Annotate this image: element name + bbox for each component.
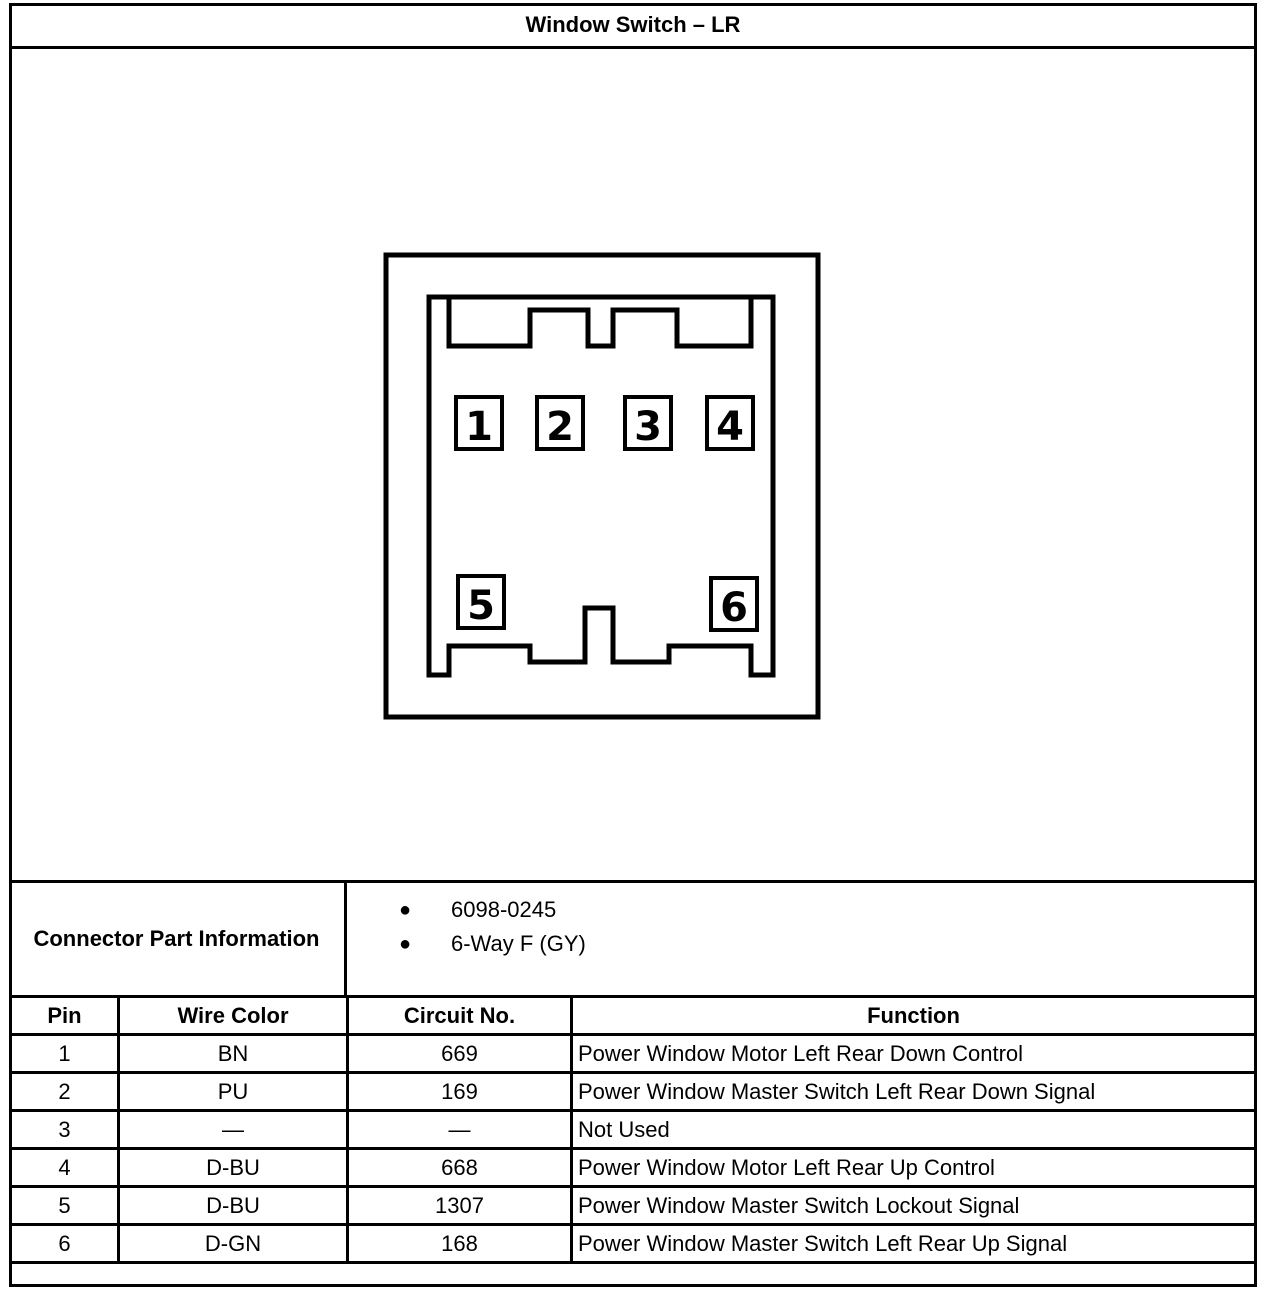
wire-color-cell: D-BU — [117, 1147, 349, 1188]
pin-cell: 1 — [9, 1033, 120, 1074]
connector-top-keyways — [446, 297, 754, 349]
table-row: 3 — — Not Used — [9, 1109, 1257, 1150]
wire-color-cell: D-GN — [117, 1223, 349, 1264]
function-column-header: Function — [570, 995, 1257, 1036]
pin-number-5: 5 — [467, 583, 495, 629]
table-row: 4 D-BU 668 Power Window Motor Left Rear … — [9, 1147, 1257, 1188]
wire-color-cell: D-BU — [117, 1185, 349, 1226]
pin-cavity-3: 3 — [623, 395, 673, 451]
pin-cell: 2 — [9, 1071, 120, 1112]
table-row: 2 PU 169 Power Window Master Switch Left… — [9, 1071, 1257, 1112]
circuit-cell: 668 — [346, 1147, 573, 1188]
connector-part-info-list: ● 6098-0245 ● 6-Way F (GY) — [399, 895, 586, 963]
pin-number-6: 6 — [720, 585, 748, 631]
pin-cell: 4 — [9, 1147, 120, 1188]
pin-cavity-1: 1 — [454, 395, 504, 451]
pin-cavity-2: 2 — [535, 395, 585, 451]
function-cell: Power Window Motor Left Rear Down Contro… — [570, 1033, 1257, 1074]
pin-number-4: 4 — [716, 404, 744, 450]
pin-number-3: 3 — [634, 404, 662, 450]
pin-number-2: 2 — [546, 404, 574, 450]
table-row: 1 BN 669 Power Window Motor Left Rear Do… — [9, 1033, 1257, 1074]
wire-color-cell: — — [117, 1109, 349, 1150]
circuit-cell: 168 — [346, 1223, 573, 1264]
table-row: 6 D-GN 168 Power Window Master Switch Le… — [9, 1223, 1257, 1264]
function-cell: Power Window Motor Left Rear Up Control — [570, 1147, 1257, 1188]
connector-face-drawing: 1 2 3 4 5 6 — [383, 252, 821, 720]
function-cell: Not Used — [570, 1109, 1257, 1150]
function-cell: Power Window Master Switch Lockout Signa… — [570, 1185, 1257, 1226]
circuit-cell: 1307 — [346, 1185, 573, 1226]
circuit-cell: — — [346, 1109, 573, 1150]
function-cell: Power Window Master Switch Left Rear Up … — [570, 1223, 1257, 1264]
bullet-icon: ● — [399, 933, 412, 955]
wire-color-cell: BN — [117, 1033, 349, 1074]
table-row: 5 D-BU 1307 Power Window Master Switch L… — [9, 1185, 1257, 1226]
pin-number-1: 1 — [465, 404, 493, 450]
bullet-icon: ● — [399, 899, 412, 921]
pin-cell: 6 — [9, 1223, 120, 1264]
table-header-row: Pin Wire Color Circuit No. Function — [9, 995, 1257, 1036]
diagram-title: Window Switch – LR — [9, 3, 1257, 49]
pin-cavity-4: 4 — [705, 395, 755, 451]
connector-part-info-label: Connector Part Information — [9, 883, 347, 995]
diagram-frame — [9, 3, 1257, 1287]
list-item: ● 6-Way F (GY) — [399, 929, 586, 963]
pin-cavity-5: 5 — [456, 574, 506, 630]
wire-color-cell: PU — [117, 1071, 349, 1112]
circuit-column-header: Circuit No. — [346, 995, 573, 1036]
circuit-cell: 669 — [346, 1033, 573, 1074]
pin-column-header: Pin — [9, 995, 120, 1036]
connector-outer-housing — [383, 252, 821, 720]
function-cell: Power Window Master Switch Left Rear Dow… — [570, 1071, 1257, 1112]
pin-cell: 3 — [9, 1109, 120, 1150]
pin-cavity-6: 6 — [709, 576, 759, 632]
pinout-table: Pin Wire Color Circuit No. Function 1 BN… — [9, 995, 1257, 1264]
wire-color-column-header: Wire Color — [117, 995, 349, 1036]
connector-description: 6-Way F (GY) — [451, 931, 586, 956]
list-item: ● 6098-0245 — [399, 895, 586, 929]
connector-part-info: Connector Part Information ● 6098-0245 ●… — [9, 880, 1257, 998]
pin-cell: 5 — [9, 1185, 120, 1226]
circuit-cell: 169 — [346, 1071, 573, 1112]
part-number: 6098-0245 — [451, 897, 557, 922]
connector-inner-outline — [426, 294, 776, 678]
